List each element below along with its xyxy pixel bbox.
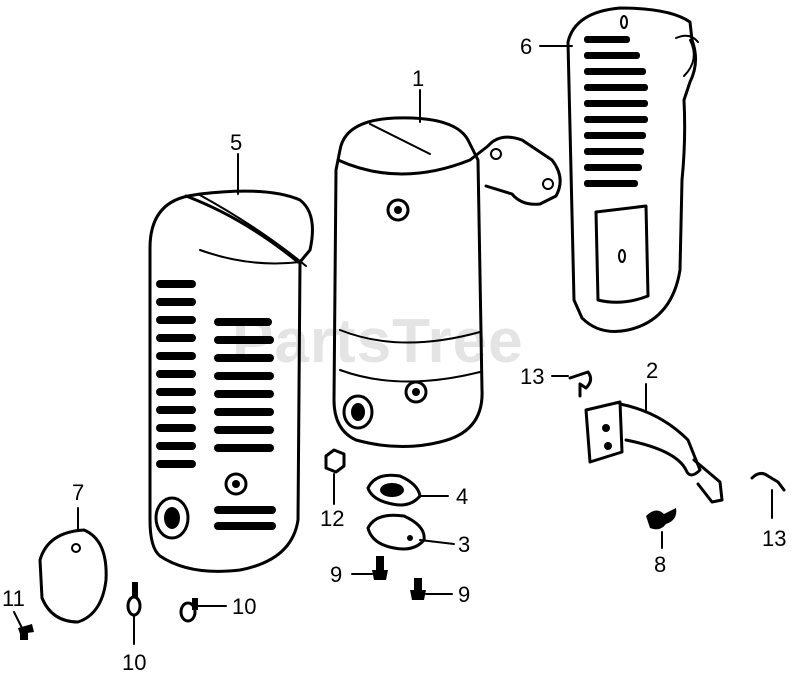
callout-4: 4: [456, 484, 468, 509]
callout-1: 1: [412, 66, 424, 91]
callout-9a: 9: [330, 562, 342, 587]
callout-10b: 10: [232, 594, 256, 619]
watermark: PartsTree: [232, 307, 524, 376]
callout-12: 12: [320, 506, 344, 531]
part-8-wing-bolt[interactable]: [646, 508, 677, 530]
callout-5: 5: [230, 130, 242, 155]
callout-10a: 10: [122, 650, 146, 675]
callout-2: 2: [646, 358, 658, 383]
callout-3: 3: [458, 532, 470, 557]
part-6-slots: [584, 36, 648, 187]
callout-9b: 9: [458, 582, 470, 607]
part-13-screw-a[interactable]: [568, 370, 593, 398]
callout-13b: 13: [762, 526, 786, 551]
part-9-bolt-b[interactable]: [410, 578, 426, 600]
callout-7: 7: [72, 480, 84, 505]
part-6-heat-shield[interactable]: [566, 6, 699, 333]
part-10-washer-a[interactable]: [126, 582, 142, 617]
part-7-cap[interactable]: [38, 528, 108, 624]
callout-11: 11: [2, 586, 25, 611]
part-13-screw-b[interactable]: [750, 471, 786, 492]
callout-6: 6: [520, 34, 532, 59]
part-5-heat-shield[interactable]: [148, 189, 314, 573]
callout-8: 8: [654, 552, 666, 577]
part-2-bracket[interactable]: [584, 400, 724, 504]
part-9-bolt-a[interactable]: [372, 556, 388, 580]
leader-lines: [13, 45, 773, 645]
callout-13a: 13: [520, 364, 544, 389]
part-3-plate[interactable]: [366, 513, 426, 551]
part-10-washer-b[interactable]: [179, 598, 198, 623]
part-1-muffler[interactable]: [332, 116, 562, 448]
part-5-slots: [156, 280, 276, 530]
part-12-nut[interactable]: [324, 448, 346, 474]
part-4-gasket[interactable]: [366, 473, 422, 507]
part-11-screw[interactable]: [18, 624, 34, 640]
